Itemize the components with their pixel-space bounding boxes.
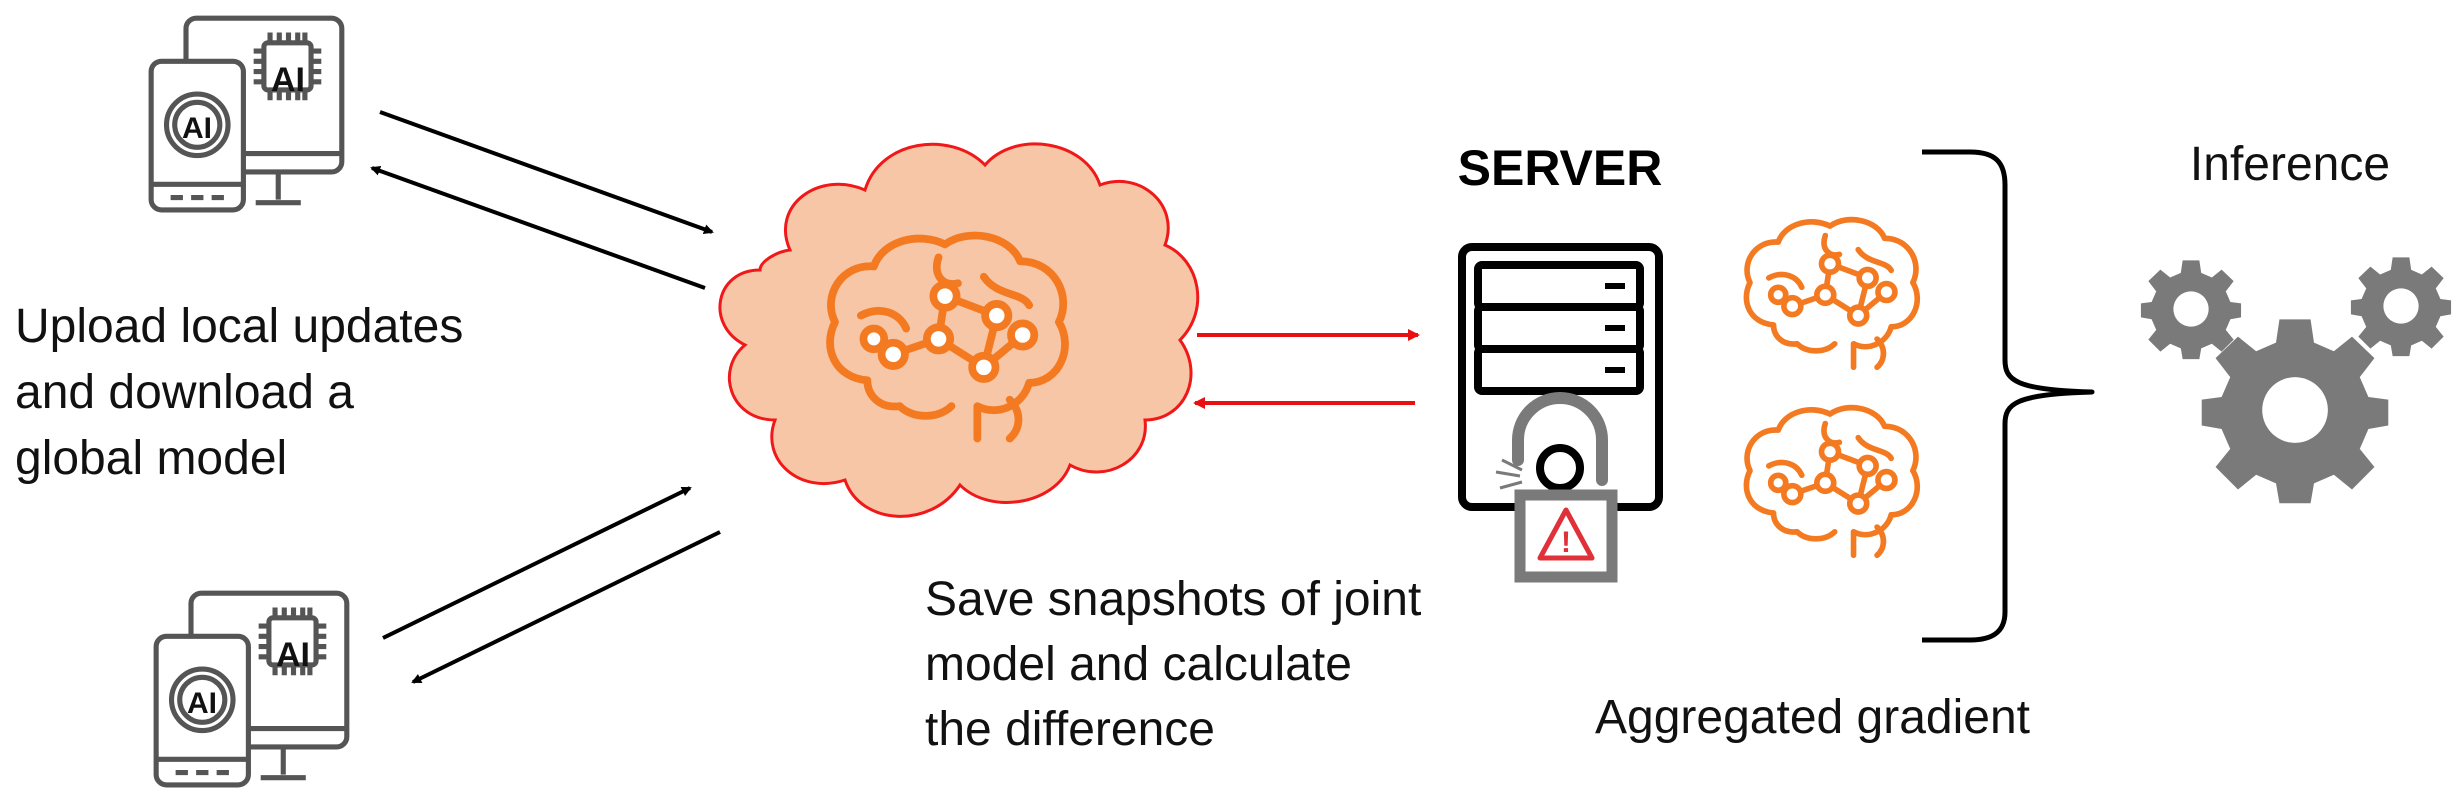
phone-label: AI [187, 687, 217, 720]
chip-label: AI [276, 636, 310, 674]
download-arrow-bottom [411, 530, 721, 684]
upload-label-line3: global model [15, 432, 287, 485]
upload-arrow-bottom [382, 486, 692, 640]
server-title: SERVER [1458, 140, 1663, 196]
server: SERVER ! [1458, 140, 1663, 583]
bottom-client-device: AI AI [156, 593, 347, 785]
padlock-warning-icon: ! [1495, 392, 1618, 583]
client-arrows [370, 110, 721, 684]
phone-label: AI [182, 112, 212, 145]
gears-icon [2140, 257, 2452, 504]
laptop-ai-icon [151, 18, 342, 210]
brain-network-icon [1746, 220, 1917, 368]
upload-arrow-top [379, 110, 714, 234]
aggregated-gradient-label: Aggregated gradient [1595, 691, 2030, 744]
upload-label-line1: Upload local updates [15, 300, 463, 353]
joint-model-cloud [718, 142, 1200, 518]
gear-small-right-icon [2350, 257, 2452, 357]
top-client-device: AI AI [151, 18, 342, 210]
inference-label: Inference [2190, 138, 2390, 191]
snapshot-label-line2: model and calculate [925, 638, 1352, 691]
gear-small-left-icon [2140, 260, 2242, 360]
gear-large-icon [2201, 319, 2389, 504]
chip-label: AI [271, 61, 305, 99]
server-arrows [1193, 329, 1420, 409]
upload-label: Upload local updates and download a glob… [15, 300, 463, 485]
brain-network-icon [1746, 408, 1917, 556]
cloud-shape [718, 142, 1200, 518]
warning-symbol: ! [1561, 526, 1571, 559]
snapshot-label-line1: Save snapshots of joint [925, 573, 1421, 626]
upload-label-line2: and download a [15, 366, 354, 419]
aggregation-brace [1922, 149, 2095, 643]
download-arrow-top [370, 166, 706, 290]
snapshot-label-line3: the difference [925, 703, 1215, 756]
phone-ai-icon [156, 593, 347, 785]
snapshot-label: Save snapshots of joint model and calcul… [925, 573, 1421, 756]
